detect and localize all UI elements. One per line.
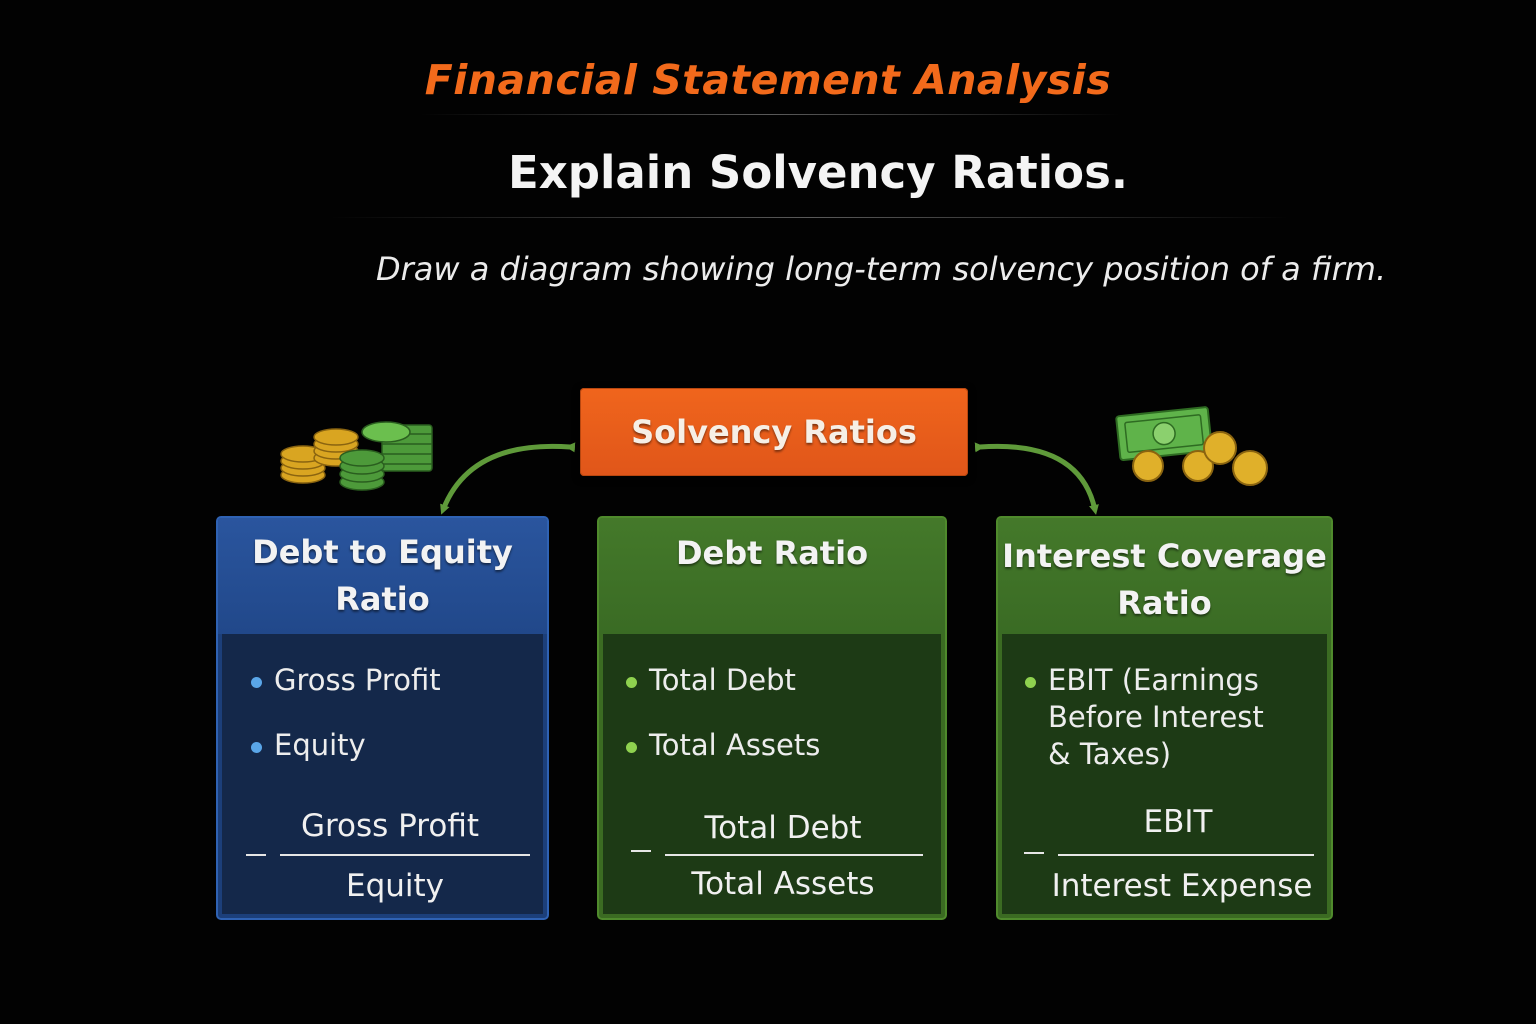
equals-sign — [631, 850, 651, 852]
list-item: Total Debt — [626, 662, 820, 699]
interest-coverage-card: Interest Coverage Ratio EBIT (Earnings B… — [996, 516, 1333, 920]
bullet-icon — [1025, 677, 1036, 688]
formula-denominator: Total Assets — [691, 866, 875, 902]
formula-denominator: Interest Expense — [1051, 868, 1313, 904]
arrow-hub-to-interest-coverage — [974, 442, 1099, 515]
equals-sign — [1024, 852, 1044, 854]
card-title: Debt Ratio — [599, 518, 945, 634]
debt-ratio-card: Debt Ratio Total Debt Total Assets Total… — [597, 516, 947, 920]
bullet-icon — [626, 677, 637, 688]
card-title-line: Ratio — [335, 580, 430, 618]
list-item: & Taxes) — [1048, 737, 1172, 771]
debt-to-equity-card: Debt to Equity Ratio Gross Profit Equity… — [216, 516, 549, 920]
list-item: Before Interest — [1048, 700, 1264, 734]
question-heading: Explain Solvency Ratios. — [508, 146, 1128, 199]
list-item: EBIT (Earnings — [1025, 662, 1264, 699]
bullet-icon — [251, 677, 262, 688]
banknote-and-coins-icon — [1115, 406, 1268, 486]
bullet-list: Total Debt Total Assets — [626, 662, 820, 764]
card-title-line: Interest Coverage — [1002, 537, 1327, 575]
card-title-line: Debt to Equity — [252, 533, 513, 571]
formula-numerator: EBIT — [1143, 804, 1213, 840]
bullet-icon — [251, 742, 262, 753]
bullet-list: EBIT (Earnings Before Interest & Taxes) — [1025, 662, 1264, 773]
formula-denominator: Equity — [345, 868, 445, 904]
card-title-line: Debt Ratio — [675, 534, 869, 572]
card-body: EBIT (Earnings Before Interest & Taxes) … — [1002, 634, 1327, 914]
list-item: Equity — [251, 727, 441, 764]
card-title: Debt to Equity Ratio — [218, 518, 547, 634]
card-title-line: Ratio — [1117, 584, 1212, 622]
formula-numerator: Total Debt — [704, 810, 862, 846]
bullet-icon — [626, 742, 637, 753]
fraction-bar — [665, 854, 923, 856]
list-item: Gross Profit — [251, 662, 441, 699]
fraction-bar — [1058, 854, 1314, 856]
formula-numerator: Gross Profit — [300, 808, 480, 844]
list-item: Total Assets — [626, 727, 820, 764]
solvency-ratios-hub: Solvency Ratios — [580, 388, 968, 476]
arrow-hub-to-debt-equity — [440, 442, 576, 515]
equals-sign — [246, 854, 266, 856]
card-body: Gross Profit Equity Gross Profit Equity — [222, 634, 543, 914]
bullet-list: Gross Profit Equity — [251, 662, 441, 764]
card-title: Interest Coverage Ratio — [998, 518, 1331, 634]
fraction-bar — [280, 854, 530, 856]
instruction-text: Draw a diagram showing long-term solvenc… — [376, 250, 1387, 288]
card-body: Total Debt Total Assets Total Debt Total… — [603, 634, 941, 914]
question-divider — [330, 217, 1290, 218]
title-divider — [420, 114, 1120, 115]
course-title: Financial Statement Analysis — [424, 56, 1112, 104]
coin-and-cash-stack-icon — [280, 421, 433, 491]
